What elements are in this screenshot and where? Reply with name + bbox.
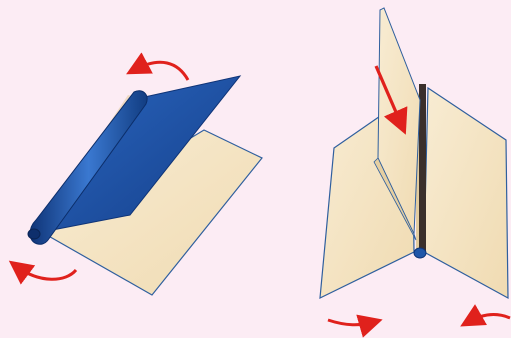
spine-end-right: [414, 248, 426, 258]
right-panel: [320, 8, 510, 325]
spread-arrow-right: [468, 315, 510, 322]
left-panel: [16, 62, 262, 295]
rotate-arrow-bottom: [16, 266, 76, 279]
right-wing-page: [424, 88, 508, 298]
rotate-arrow-top: [134, 62, 188, 80]
spread-arrow-left: [328, 320, 374, 325]
spine-end: [28, 229, 40, 239]
